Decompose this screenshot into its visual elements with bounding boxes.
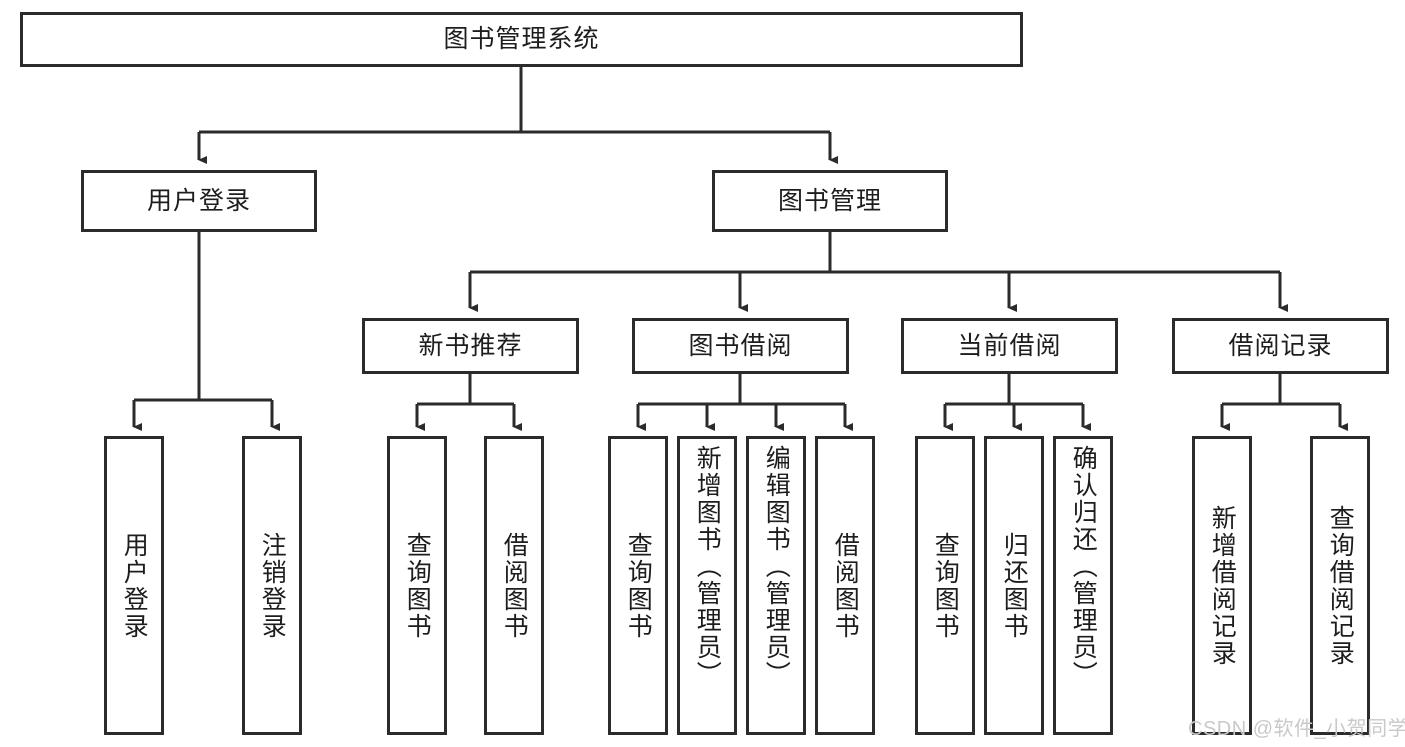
node-borrowing-record-label: 借阅记录: [1228, 331, 1333, 360]
node-book-borrowing[interactable]: 图书借阅: [632, 318, 849, 374]
leaf-bb-borrow-books[interactable]: 借阅图书: [815, 436, 875, 735]
leaf-user-login-label: 用户登录: [120, 531, 149, 640]
node-root[interactable]: 图书管理系统: [20, 12, 1023, 67]
leaf-cb-return-books-label: 归还图书: [1000, 531, 1029, 640]
leaf-bb-edit-book-admin[interactable]: 编辑图书（管理员）: [746, 436, 806, 735]
leaf-br-query-record[interactable]: 查询借阅记录: [1310, 436, 1370, 735]
csdn-watermark: CSDN @软件_小贺同学: [1188, 718, 1405, 740]
leaf-logout[interactable]: 注销登录: [242, 436, 302, 735]
leaf-user-login[interactable]: 用户登录: [104, 436, 164, 735]
leaf-nbr-borrow-books[interactable]: 借阅图书: [484, 436, 544, 735]
leaf-nbr-borrow-books-label: 借阅图书: [500, 531, 529, 640]
node-book-management-label: 图书管理: [777, 186, 882, 215]
leaf-bb-add-book-admin-label: 新增图书（管理员）: [693, 445, 722, 688]
leaf-bb-query-books-label: 查询图书: [624, 531, 653, 640]
node-user-login[interactable]: 用户登录: [81, 170, 317, 232]
leaf-nbr-query-books[interactable]: 查询图书: [387, 436, 447, 735]
leaf-br-add-record-label: 新增借阅记录: [1208, 504, 1237, 667]
node-book-borrowing-label: 图书借阅: [688, 331, 793, 360]
leaf-cb-query-books-label: 查询图书: [931, 531, 960, 640]
node-user-login-label: 用户登录: [146, 186, 251, 215]
node-new-book-recommendation[interactable]: 新书推荐: [362, 318, 579, 374]
leaf-cb-query-books[interactable]: 查询图书: [915, 436, 975, 735]
leaf-cb-return-books[interactable]: 归还图书: [984, 436, 1044, 735]
leaf-nbr-query-books-label: 查询图书: [403, 531, 432, 640]
leaf-logout-label: 注销登录: [258, 531, 287, 640]
leaf-bb-query-books[interactable]: 查询图书: [608, 436, 668, 735]
node-current-borrowing[interactable]: 当前借阅: [901, 318, 1118, 374]
leaf-bb-add-book-admin[interactable]: 新增图书（管理员）: [677, 436, 737, 735]
node-current-borrowing-label: 当前借阅: [957, 331, 1062, 360]
node-book-management[interactable]: 图书管理: [712, 170, 948, 232]
leaf-cb-confirm-return-admin-label: 确认归还（管理员）: [1069, 445, 1098, 688]
leaf-br-query-record-label: 查询借阅记录: [1326, 504, 1355, 667]
leaf-bb-borrow-books-label: 借阅图书: [831, 531, 860, 640]
node-borrowing-record[interactable]: 借阅记录: [1172, 318, 1389, 374]
leaf-bb-edit-book-admin-label: 编辑图书（管理员）: [762, 445, 791, 688]
node-root-label: 图书管理系统: [443, 25, 600, 53]
leaf-cb-confirm-return-admin[interactable]: 确认归还（管理员）: [1053, 436, 1113, 735]
node-new-book-recommendation-label: 新书推荐: [418, 331, 523, 360]
leaf-br-add-record[interactable]: 新增借阅记录: [1192, 436, 1252, 735]
